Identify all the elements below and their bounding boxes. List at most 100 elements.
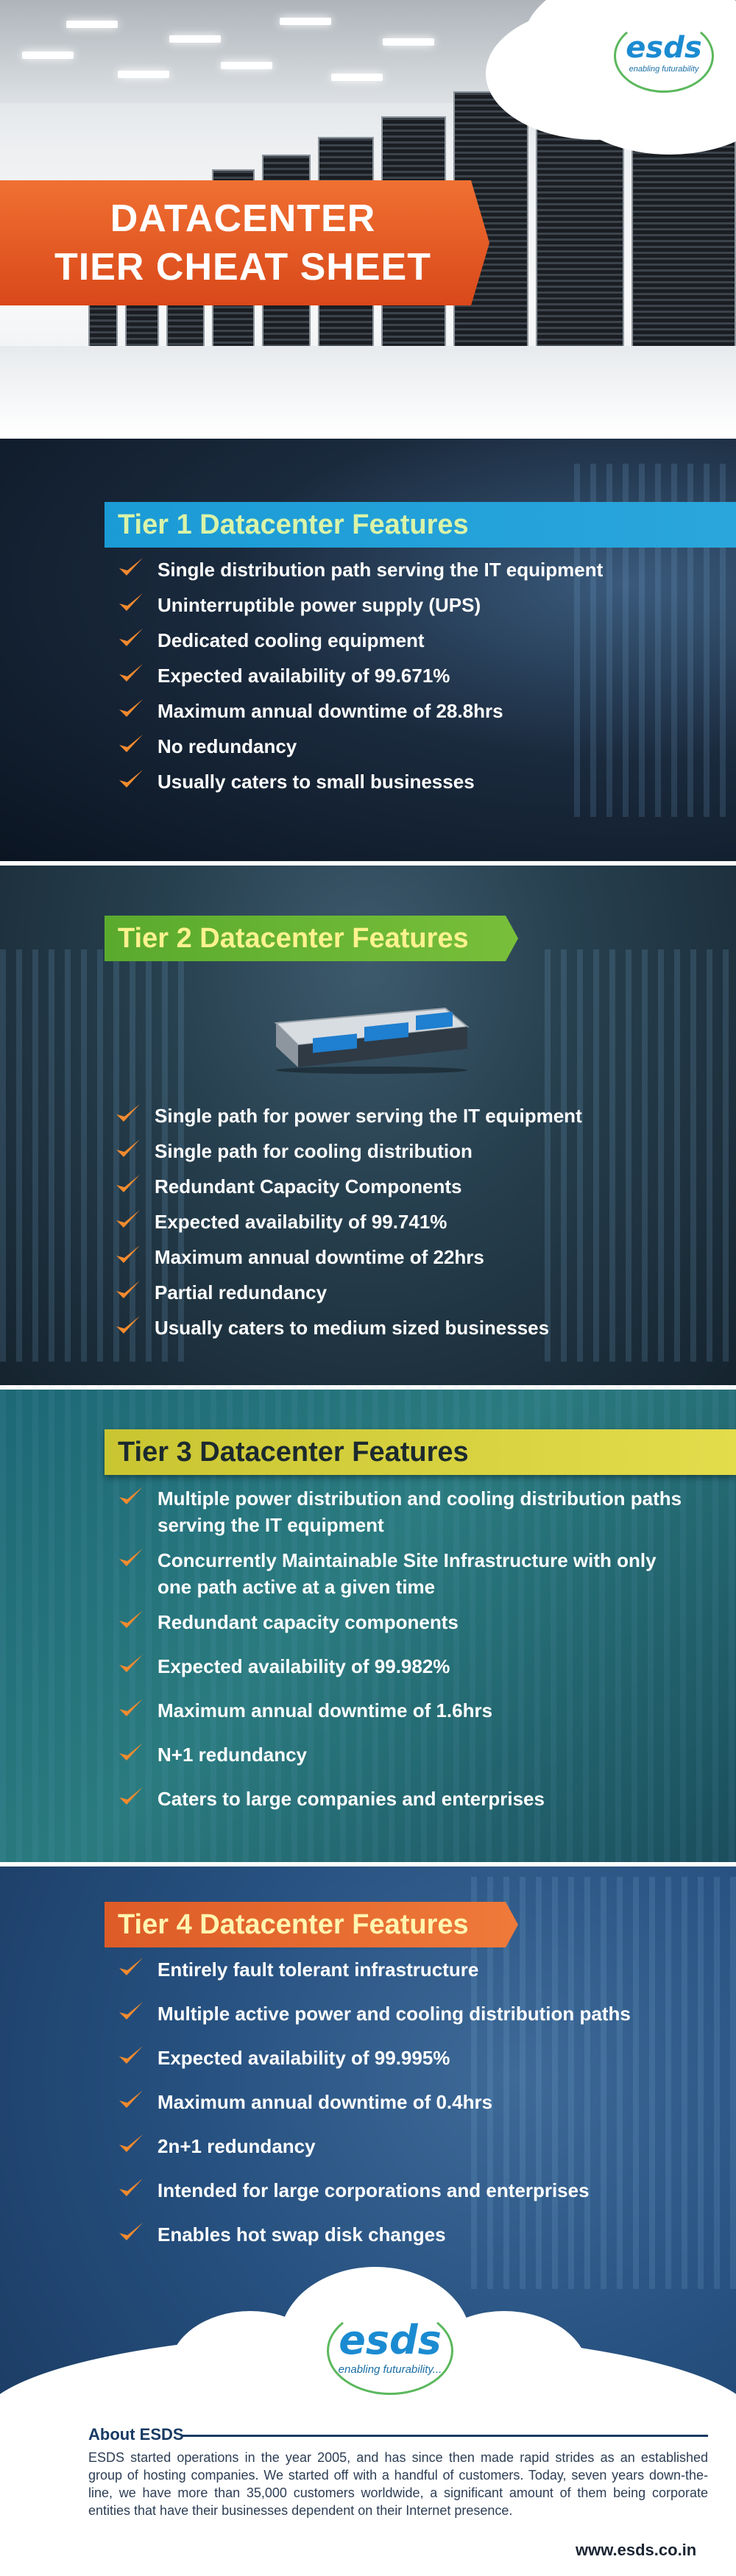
footer-esds-logo: esds enabling futurability... xyxy=(324,2304,456,2403)
tier-1-banner: Tier 1 Datacenter Features xyxy=(105,502,736,548)
ceiling-light xyxy=(331,74,383,81)
feature-item: Single path for power serving the IT equ… xyxy=(115,1103,718,1129)
feature-item: Maximum annual downtime of 28.8hrs xyxy=(118,698,707,724)
checkmark-icon xyxy=(119,2002,143,2020)
esds-logo: esds enabling futurability xyxy=(609,16,718,97)
checkmark-icon xyxy=(119,2179,143,2196)
checkmark-icon xyxy=(116,1281,140,1298)
feature-text: Expected availability of 99.995% xyxy=(158,2047,450,2069)
footer-cloud-bump xyxy=(169,2311,331,2429)
title-line-2: TIER CHEAT SHEET xyxy=(54,246,431,289)
ceiling-light xyxy=(280,18,331,25)
checkmark-icon xyxy=(119,2134,143,2152)
feature-text: Multiple power distribution and cooling … xyxy=(158,1487,682,1536)
feature-text: N+1 redundancy xyxy=(158,1744,308,1766)
checkmark-icon xyxy=(119,1549,143,1566)
feature-item: Redundant Capacity Components xyxy=(115,1173,718,1200)
feature-text: Redundant Capacity Components xyxy=(155,1175,462,1197)
floor xyxy=(0,346,736,434)
ceiling-light xyxy=(22,52,74,59)
checkmark-icon xyxy=(116,1175,140,1192)
feature-text: Expected availability of 99.982% xyxy=(158,1655,450,1677)
feature-text: Concurrently Maintainable Site Infrastru… xyxy=(158,1549,657,1598)
feature-item: Concurrently Maintainable Site Infrastru… xyxy=(118,1547,692,1600)
feature-item: Partial redundancy xyxy=(115,1279,718,1306)
feature-text: Single path for cooling distribution xyxy=(155,1140,473,1162)
checkmark-icon xyxy=(119,735,143,752)
feature-item: Enables hot swap disk changes xyxy=(118,2221,707,2248)
feature-text: 2n+1 redundancy xyxy=(158,2135,316,2157)
feature-text: Single path for power serving the IT equ… xyxy=(155,1105,582,1127)
server-background-decor xyxy=(545,949,736,1362)
tier-3-section: Tier 3 Datacenter Features Multiple powe… xyxy=(0,1385,736,1862)
feature-text: No redundancy xyxy=(158,735,297,757)
checkmark-icon xyxy=(116,1316,140,1334)
tier-4-banner: Tier 4 Datacenter Features xyxy=(105,1902,518,1947)
feature-text: Expected availability of 99.671% xyxy=(158,665,450,687)
feature-item: Uninterruptible power supply (UPS) xyxy=(118,592,707,618)
feature-item: Expected availability of 99.982% xyxy=(118,1653,692,1680)
feature-item: Usually caters to medium sized businesse… xyxy=(115,1314,718,1341)
feature-item: Expected availability of 99.995% xyxy=(118,2045,707,2071)
checkmark-icon xyxy=(119,558,143,576)
checkmark-icon xyxy=(119,770,143,788)
feature-text: Usually caters to medium sized businesse… xyxy=(155,1317,550,1339)
feature-item: N+1 redundancy xyxy=(118,1741,692,1768)
feature-text: Entirely fault tolerant infrastructure xyxy=(158,1958,479,1981)
title-banner: DATACENTER TIER CHEAT SHEET xyxy=(0,180,489,305)
feature-item: Expected availability of 99.671% xyxy=(118,662,707,689)
feature-text: Intended for large corporations and ente… xyxy=(158,2179,590,2201)
server-background-decor xyxy=(0,949,191,1362)
header-hero: esds enabling futurability DATACENTER TI… xyxy=(0,0,736,434)
tier-2-banner: Tier 2 Datacenter Features xyxy=(105,916,518,961)
checkmark-icon xyxy=(119,2223,143,2240)
feature-text: Maximum annual downtime of 22hrs xyxy=(155,1246,484,1268)
feature-item: Multiple power distribution and cooling … xyxy=(118,1485,692,1538)
checkmark-icon xyxy=(119,1743,143,1761)
feature-text: Partial redundancy xyxy=(155,1281,328,1303)
feature-text: Single distribution path serving the IT … xyxy=(158,559,604,581)
feature-text: Maximum annual downtime of 28.8hrs xyxy=(158,700,503,722)
tier-2-section: Tier 2 Datacenter Features Single path f… xyxy=(0,861,736,1385)
tier-1-section: Tier 1 Datacenter Features Single distri… xyxy=(0,434,736,861)
logo-ring xyxy=(327,2307,453,2395)
website-link[interactable]: www.esds.co.in xyxy=(576,2541,697,2559)
feature-item: Redundant capacity components xyxy=(118,1609,692,1635)
section-divider xyxy=(0,1862,736,1866)
ceiling-light xyxy=(169,35,221,43)
section-divider xyxy=(0,1385,736,1390)
feature-item: Dedicated cooling equipment xyxy=(118,627,707,654)
feature-item: Entirely fault tolerant infrastructure xyxy=(118,1956,707,1983)
checkmark-icon xyxy=(116,1104,140,1122)
feature-item: Caters to large companies and enterprise… xyxy=(118,1786,692,1812)
feature-text: Multiple active power and cooling distri… xyxy=(158,2003,631,2025)
ceiling-light xyxy=(383,38,434,46)
about-divider-line xyxy=(182,2435,708,2437)
checkmark-icon xyxy=(119,1787,143,1805)
section-divider xyxy=(0,434,736,439)
checkmark-icon xyxy=(119,1958,143,1975)
checkmark-icon xyxy=(119,629,143,646)
about-paragraph: ESDS started operations in the year 2005… xyxy=(88,2450,708,2518)
ceiling-light xyxy=(118,71,169,78)
logo-ring xyxy=(614,19,714,93)
server-unit-illustration xyxy=(274,1007,470,1074)
about-heading: About ESDS xyxy=(88,2425,184,2444)
feature-text: Maximum annual downtime of 0.4hrs xyxy=(158,2091,493,2113)
feature-item: Single distribution path serving the IT … xyxy=(118,556,707,583)
feature-item: Intended for large corporations and ente… xyxy=(118,2177,707,2204)
feature-item: Maximum annual downtime of 22hrs xyxy=(115,1244,718,1270)
ceiling-light xyxy=(221,62,272,69)
feature-text: Redundant capacity components xyxy=(158,1611,459,1633)
feature-item: Expected availability of 99.741% xyxy=(115,1209,718,1235)
feature-text: Usually caters to small businesses xyxy=(158,771,475,793)
feature-text: Maximum annual downtime of 1.6hrs xyxy=(158,1699,493,1722)
title-line-1: DATACENTER xyxy=(110,197,376,240)
feature-text: Dedicated cooling equipment xyxy=(158,629,425,651)
checkmark-icon xyxy=(116,1210,140,1228)
ceiling-light xyxy=(66,21,118,28)
feature-text: Expected availability of 99.741% xyxy=(155,1211,447,1233)
feature-text: Enables hot swap disk changes xyxy=(158,2223,446,2246)
feature-item: 2n+1 redundancy xyxy=(118,2133,707,2159)
feature-text: Uninterruptible power supply (UPS) xyxy=(158,594,481,616)
